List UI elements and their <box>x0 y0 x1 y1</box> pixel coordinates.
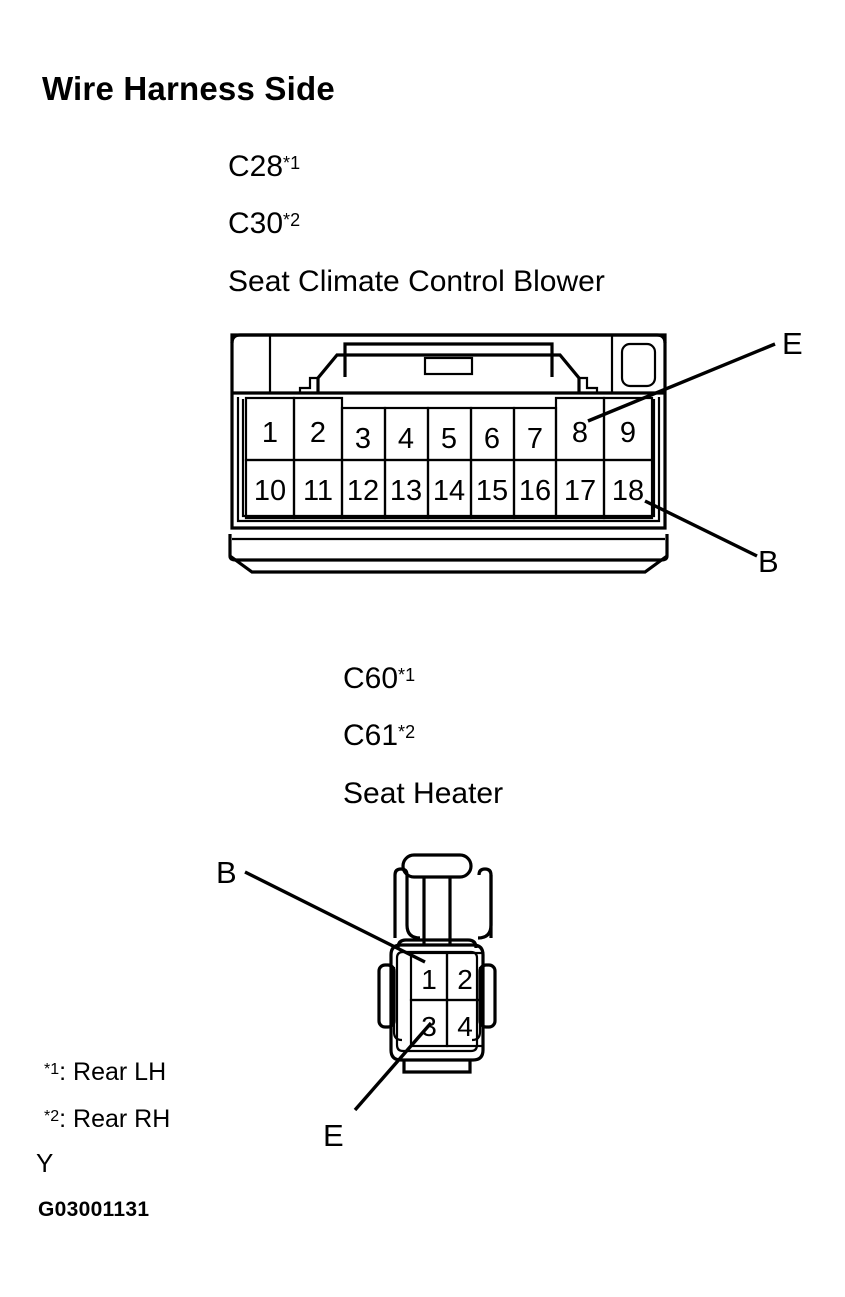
pin-label-s1: 1 <box>421 964 437 995</box>
body-outline-4pin <box>389 943 485 1062</box>
cavity-frame-outer <box>236 397 661 523</box>
footnote-2-marker: *2 <box>44 1108 60 1125</box>
connector-code-c61-text: C61 <box>343 719 399 752</box>
connector-code-c60-text: C60 <box>343 662 399 695</box>
leader-line-e-top <box>587 342 776 423</box>
housing-top-edge-18pin <box>230 333 667 344</box>
footnote-1: *1: Rear LH <box>44 1058 166 1087</box>
pin-label-16: 16 <box>519 475 551 507</box>
connector-code-c61-footnote: *2 <box>398 722 416 742</box>
pin-label-7: 7 <box>527 423 543 455</box>
pin-label-4: 4 <box>398 423 414 455</box>
footnote-extra: Y <box>36 1148 54 1178</box>
callout-label-e-top: E <box>782 326 803 361</box>
leader-line-e-bottom <box>353 1021 433 1112</box>
pin-cell-18 <box>602 458 654 520</box>
page-title: Wire Harness Side <box>42 70 335 107</box>
connector-code-c30-footnote: *2 <box>283 210 301 230</box>
tab-top-4pin <box>401 853 473 879</box>
arm-right-4pin <box>477 867 493 940</box>
latch-notch-right <box>579 376 599 393</box>
pin-cell-s4 <box>445 998 485 1048</box>
connector-name-blower: Seat Climate Control Blower <box>228 265 605 298</box>
footnote-2: *2: Rear RH <box>44 1105 170 1134</box>
housing-base-plate <box>229 554 668 574</box>
leader-line-b-top <box>644 499 758 558</box>
pin-label-15: 15 <box>476 475 508 507</box>
pin-label-12: 12 <box>347 475 379 507</box>
pin-label-10: 10 <box>254 475 286 507</box>
base-plate-4pin <box>402 1060 472 1074</box>
connector-code-c30-text: C30 <box>228 207 284 240</box>
footnote-1-text: : Rear LH <box>59 1058 167 1086</box>
connector-code-c28: C28*1 <box>228 150 300 184</box>
wing-right-inner-4pin <box>471 967 482 1042</box>
connector-code-c61: C61*2 <box>343 719 415 753</box>
pin-label-s4: 4 <box>457 1011 473 1042</box>
pin-label-1: 1 <box>262 417 278 449</box>
figure-id-label: G03001131 <box>38 1198 150 1221</box>
latch-tab <box>423 356 474 376</box>
pin-label-11: 11 <box>303 475 333 507</box>
connector-code-c28-footnote: *1 <box>283 153 301 173</box>
footnote-2-text: : Rear RH <box>59 1105 171 1133</box>
callout-label-b-top: B <box>758 544 779 579</box>
connector-code-c28-text: C28 <box>228 150 284 183</box>
arm-left-4pin <box>393 867 421 940</box>
pin-label-17: 17 <box>564 475 596 507</box>
tab-stem-4pin <box>422 877 452 945</box>
leader-line-b-bottom <box>244 870 426 964</box>
housing-corner-recess <box>620 342 657 388</box>
wing-left-inner-4pin <box>392 967 403 1042</box>
pin-label-14: 14 <box>433 475 465 507</box>
latch-bar <box>343 342 554 377</box>
pin-label-8: 8 <box>572 417 588 449</box>
connector-code-c30: C30*2 <box>228 207 300 241</box>
pin-label-9: 9 <box>620 417 636 449</box>
pin-label-s2: 2 <box>457 964 473 995</box>
pin-label-13: 13 <box>390 475 422 507</box>
pin-label-3: 3 <box>355 423 371 455</box>
pin-label-2: 2 <box>310 417 326 449</box>
pin-label-6: 6 <box>484 423 500 455</box>
latch-notch-left <box>298 376 318 393</box>
callout-label-b-bottom: B <box>216 855 237 890</box>
connector-code-c60: C60*1 <box>343 662 415 696</box>
pin-label-5: 5 <box>441 423 457 455</box>
footnote-1-marker: *1 <box>44 1061 60 1078</box>
cavity-frame-inner <box>241 399 656 518</box>
connector-name-heater: Seat Heater <box>343 777 504 810</box>
pin-label-18: 18 <box>612 475 644 507</box>
callout-label-e-bottom: E <box>323 1118 344 1153</box>
connector-code-c60-footnote: *1 <box>398 665 416 685</box>
